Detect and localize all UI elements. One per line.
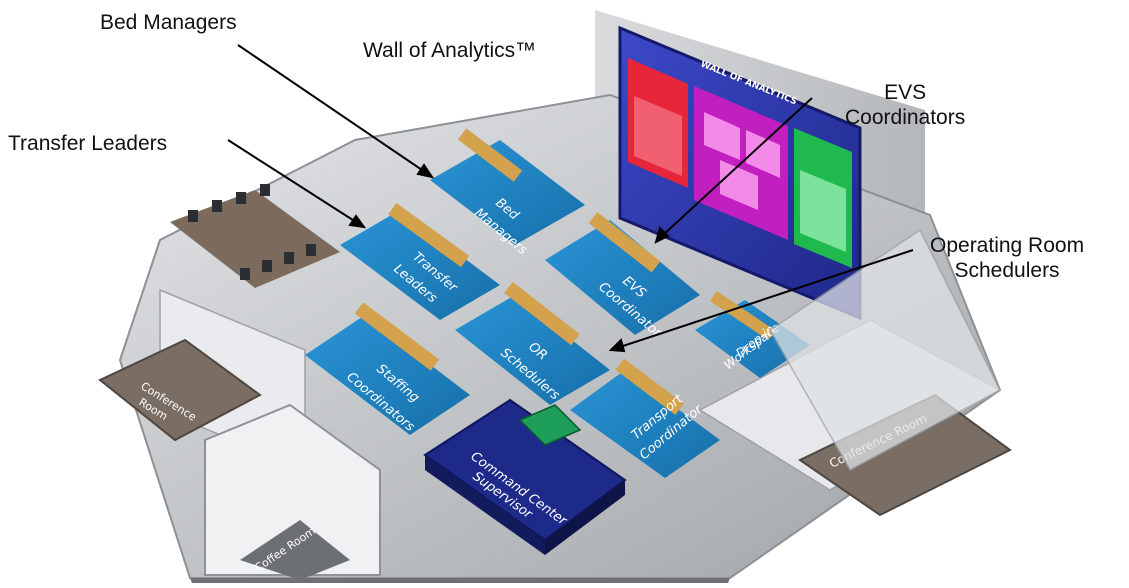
zone-transfer-leaders: Transfer Leaders — [340, 202, 500, 320]
screen-panel-pink-1 — [704, 112, 740, 160]
arrow-bed-managers — [237, 44, 426, 173]
callout-evs-line2: Coordinators — [845, 106, 966, 129]
chairs-back-left — [188, 184, 316, 280]
callout-bed-managers: Bed Managers — [100, 10, 237, 35]
screen-panel-pink-2 — [746, 130, 780, 178]
arrowhead-transfer-leaders — [348, 214, 367, 229]
callout-or-schedulers: Operating Room Schedulers — [930, 233, 1084, 283]
callout-transfer-leaders: Transfer Leaders — [8, 131, 167, 156]
coffee-room — [204, 403, 381, 576]
callout-wall-text: Wall of Analytics™ — [363, 39, 537, 62]
arrow-transfer-leaders — [227, 139, 357, 223]
arrow-evs — [662, 97, 813, 236]
zone-bed-managers: Bed Managers — [430, 128, 585, 258]
arrowhead-evs — [654, 226, 670, 244]
conference-room-left — [98, 338, 262, 442]
callout-bed-managers-text: Bed Managers — [100, 11, 237, 34]
callout-arrows — [227, 44, 914, 353]
conference-table-back — [170, 190, 340, 288]
callout-or-line1: Operating Room — [930, 234, 1085, 257]
callout-evs-coordinators: EVS Coordinators — [845, 80, 965, 130]
arrow-or-schedulers — [619, 249, 914, 348]
arrowhead-bed-managers — [416, 163, 435, 179]
screen-panel-red-inner — [634, 96, 682, 176]
zone-transport-coordinator: Transport Coordinator — [570, 358, 720, 478]
floor-edge — [190, 578, 730, 583]
callout-transfer-text: Transfer Leaders — [8, 132, 168, 155]
screen-panel-green-inner — [800, 170, 846, 252]
zone-evs-coordinator: EVS Coordinator — [545, 212, 700, 341]
zone-command-center-supervisor: Command Center Supervisor — [423, 398, 627, 555]
callout-evs-line1: EVS — [884, 81, 927, 104]
callout-or-line2: Schedulers — [954, 259, 1060, 282]
callout-wall-of-analytics: Wall of Analytics™ — [363, 38, 536, 63]
coffee-room-floor — [240, 520, 350, 580]
arrowhead-or-schedulers — [608, 338, 626, 353]
